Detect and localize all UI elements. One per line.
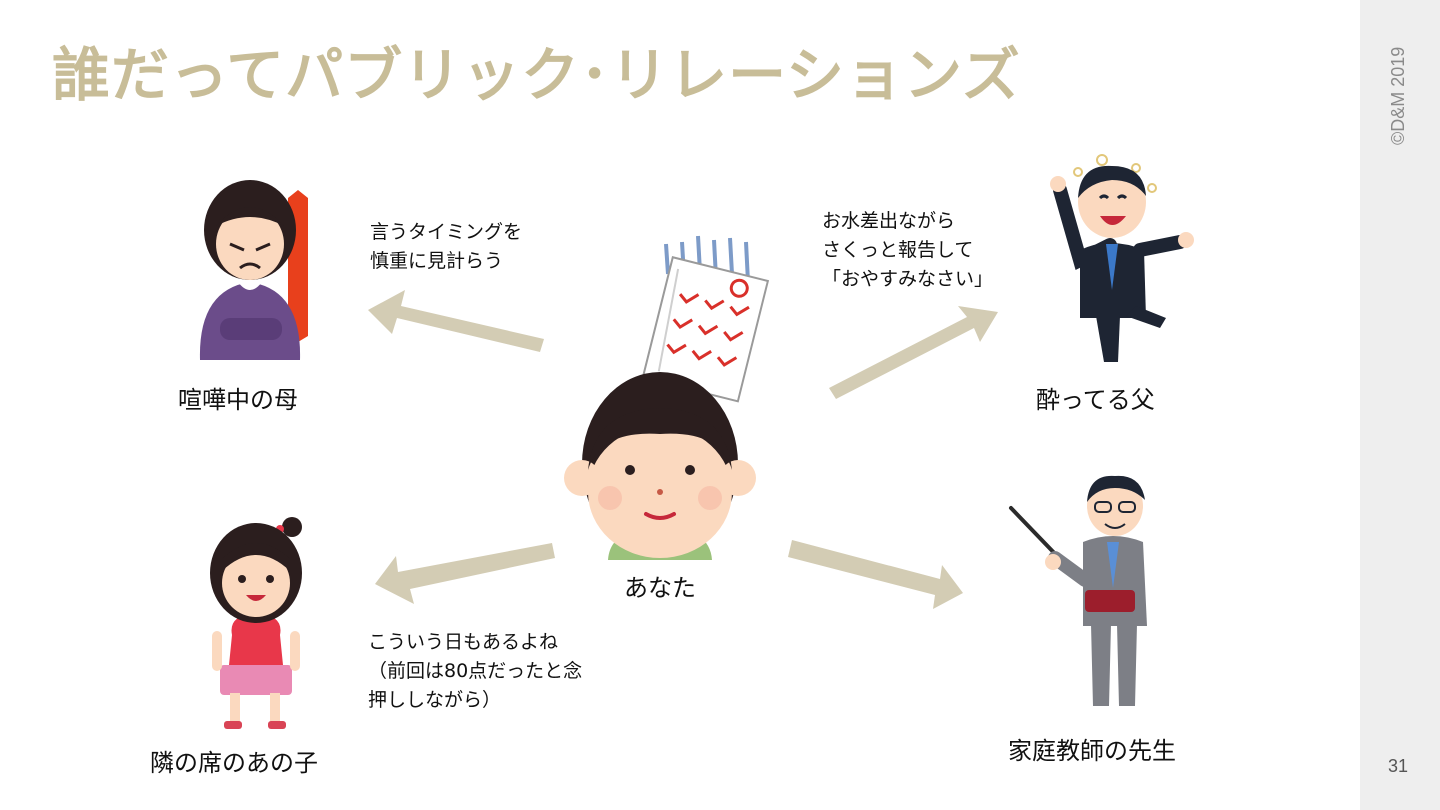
- tutor-teacher-illustration: [1009, 475, 1147, 706]
- mother-note: 言うタイミングを 慎重に見計らう: [370, 218, 522, 276]
- boy-with-test-paper-illustration: [564, 235, 770, 560]
- mother-note-line: 慎重に見計らう: [370, 249, 504, 272]
- mother-label: 喧嘩中の母: [178, 386, 298, 414]
- angry-mother-illustration: [199, 180, 308, 360]
- father-note: お水差出ながら さくっと報告して 「おやすみなさい」: [822, 207, 993, 294]
- father-note-line: さくっと報告して: [822, 238, 974, 261]
- page-number: 31: [1388, 756, 1409, 776]
- drunk-father-illustration: [1050, 154, 1194, 362]
- father-label: 酔ってる父: [1036, 386, 1155, 414]
- father-note-line: お水差出ながら: [822, 210, 956, 232]
- teacher-label: 家庭教師の先生: [1008, 737, 1176, 765]
- right-sidebar: [1360, 0, 1440, 810]
- girl-note-line: 押ししながら）: [368, 688, 502, 711]
- girl-note-line: （前回は80点だったと念: [368, 659, 583, 682]
- girl-note: こういう日もあるよね （前回は80点だったと念 押ししながら）: [368, 628, 582, 715]
- girl-illustration: [210, 517, 302, 729]
- girl-note-line: こういう日もあるよね: [368, 631, 559, 653]
- girl-label: 隣の席のあの子: [150, 749, 318, 777]
- father-note-line: 「おやすみなさい」: [822, 267, 994, 290]
- mother-note-line: 言うタイミングを: [370, 221, 523, 243]
- slide-title: 誰だってパブリック･リレーションズ: [52, 41, 1021, 109]
- center-label: あなた: [624, 574, 696, 602]
